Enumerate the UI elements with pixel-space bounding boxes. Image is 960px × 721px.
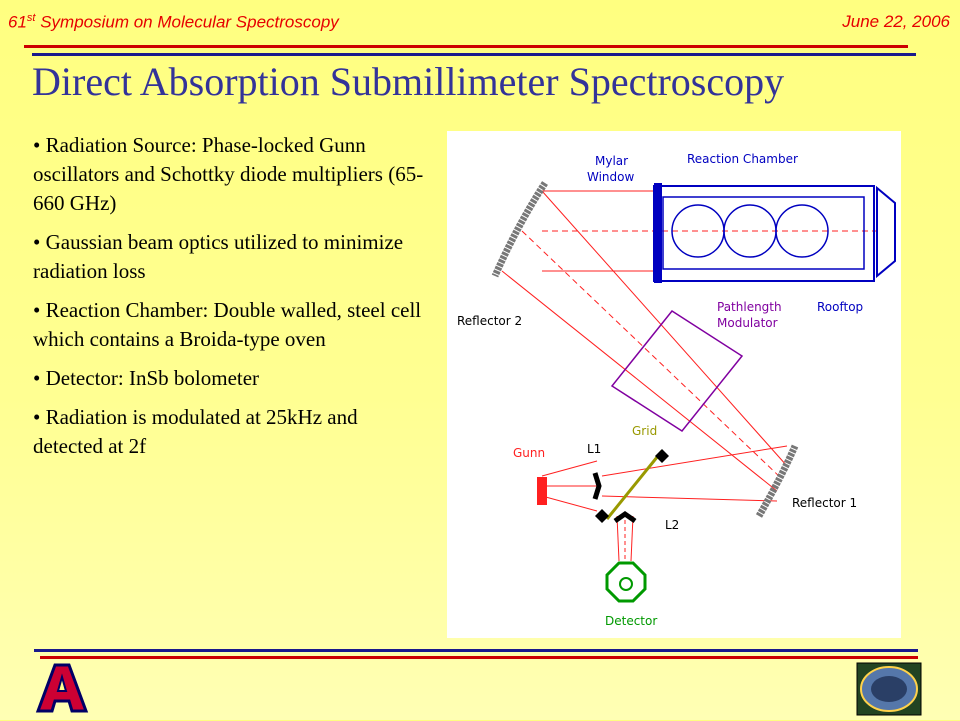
lens-l1 bbox=[592, 472, 602, 500]
reflector1-mirror bbox=[755, 444, 799, 518]
symposium-seal bbox=[856, 662, 922, 716]
bullet-list: • Radiation Source: Phase-locked Gunn os… bbox=[33, 131, 425, 471]
beam-paths bbox=[501, 190, 877, 562]
label-pathlength-2: Modulator bbox=[717, 316, 778, 330]
gunn-oscillator bbox=[537, 477, 547, 505]
top-rule-blue bbox=[32, 53, 916, 56]
label-l1: L1 bbox=[587, 442, 601, 456]
label-pathlength-1: Pathlength bbox=[717, 300, 782, 314]
bottom-rule-red bbox=[40, 656, 918, 659]
detector-octagon bbox=[605, 561, 647, 603]
label-reflector1: Reflector 1 bbox=[792, 496, 857, 510]
label-l2: L2 bbox=[665, 518, 679, 532]
bullet-gaussian-optics: • Gaussian beam optics utilized to minim… bbox=[33, 230, 404, 283]
label-gunn: Gunn bbox=[513, 446, 545, 460]
bullet-detector: • Detector: InSb bolometer bbox=[33, 366, 260, 390]
bullet-modulation: • Radiation is modulated at 25kHz and de… bbox=[33, 405, 358, 458]
label-reaction-chamber: Reaction Chamber bbox=[687, 152, 798, 166]
reflector2-mirror bbox=[491, 181, 548, 278]
label-detector: Detector bbox=[605, 614, 657, 628]
bullet-reaction-chamber: • Reaction Chamber: Double walled, steel… bbox=[33, 298, 422, 351]
label-mylar-1: Mylar bbox=[595, 154, 628, 168]
symposium-name: 61st Symposium on Molecular Spectroscopy bbox=[8, 12, 339, 32]
spectrometer-diagram: Mylar Window Reaction Chamber Reflector … bbox=[447, 131, 901, 638]
pathlength-modulator bbox=[610, 310, 744, 432]
bullet-radiation-source: • Radiation Source: Phase-locked Gunn os… bbox=[33, 133, 424, 215]
reaction-chamber bbox=[653, 183, 896, 283]
wire-grid bbox=[605, 450, 664, 520]
label-rooftop: Rooftop bbox=[817, 300, 863, 314]
top-rule-red bbox=[24, 45, 908, 48]
slide-title: Direct Absorption Submillimeter Spectros… bbox=[32, 59, 785, 104]
rooftop-reflector bbox=[876, 185, 896, 279]
university-logo bbox=[34, 663, 90, 715]
label-mylar-2: Window bbox=[587, 170, 635, 184]
bottom-rule-blue bbox=[34, 649, 918, 652]
label-reflector2: Reflector 2 bbox=[457, 314, 522, 328]
symposium-date: June 22, 2006 bbox=[842, 12, 950, 31]
mylar-window bbox=[654, 183, 662, 283]
lens-l2 bbox=[613, 510, 637, 524]
label-grid: Grid bbox=[632, 424, 657, 438]
